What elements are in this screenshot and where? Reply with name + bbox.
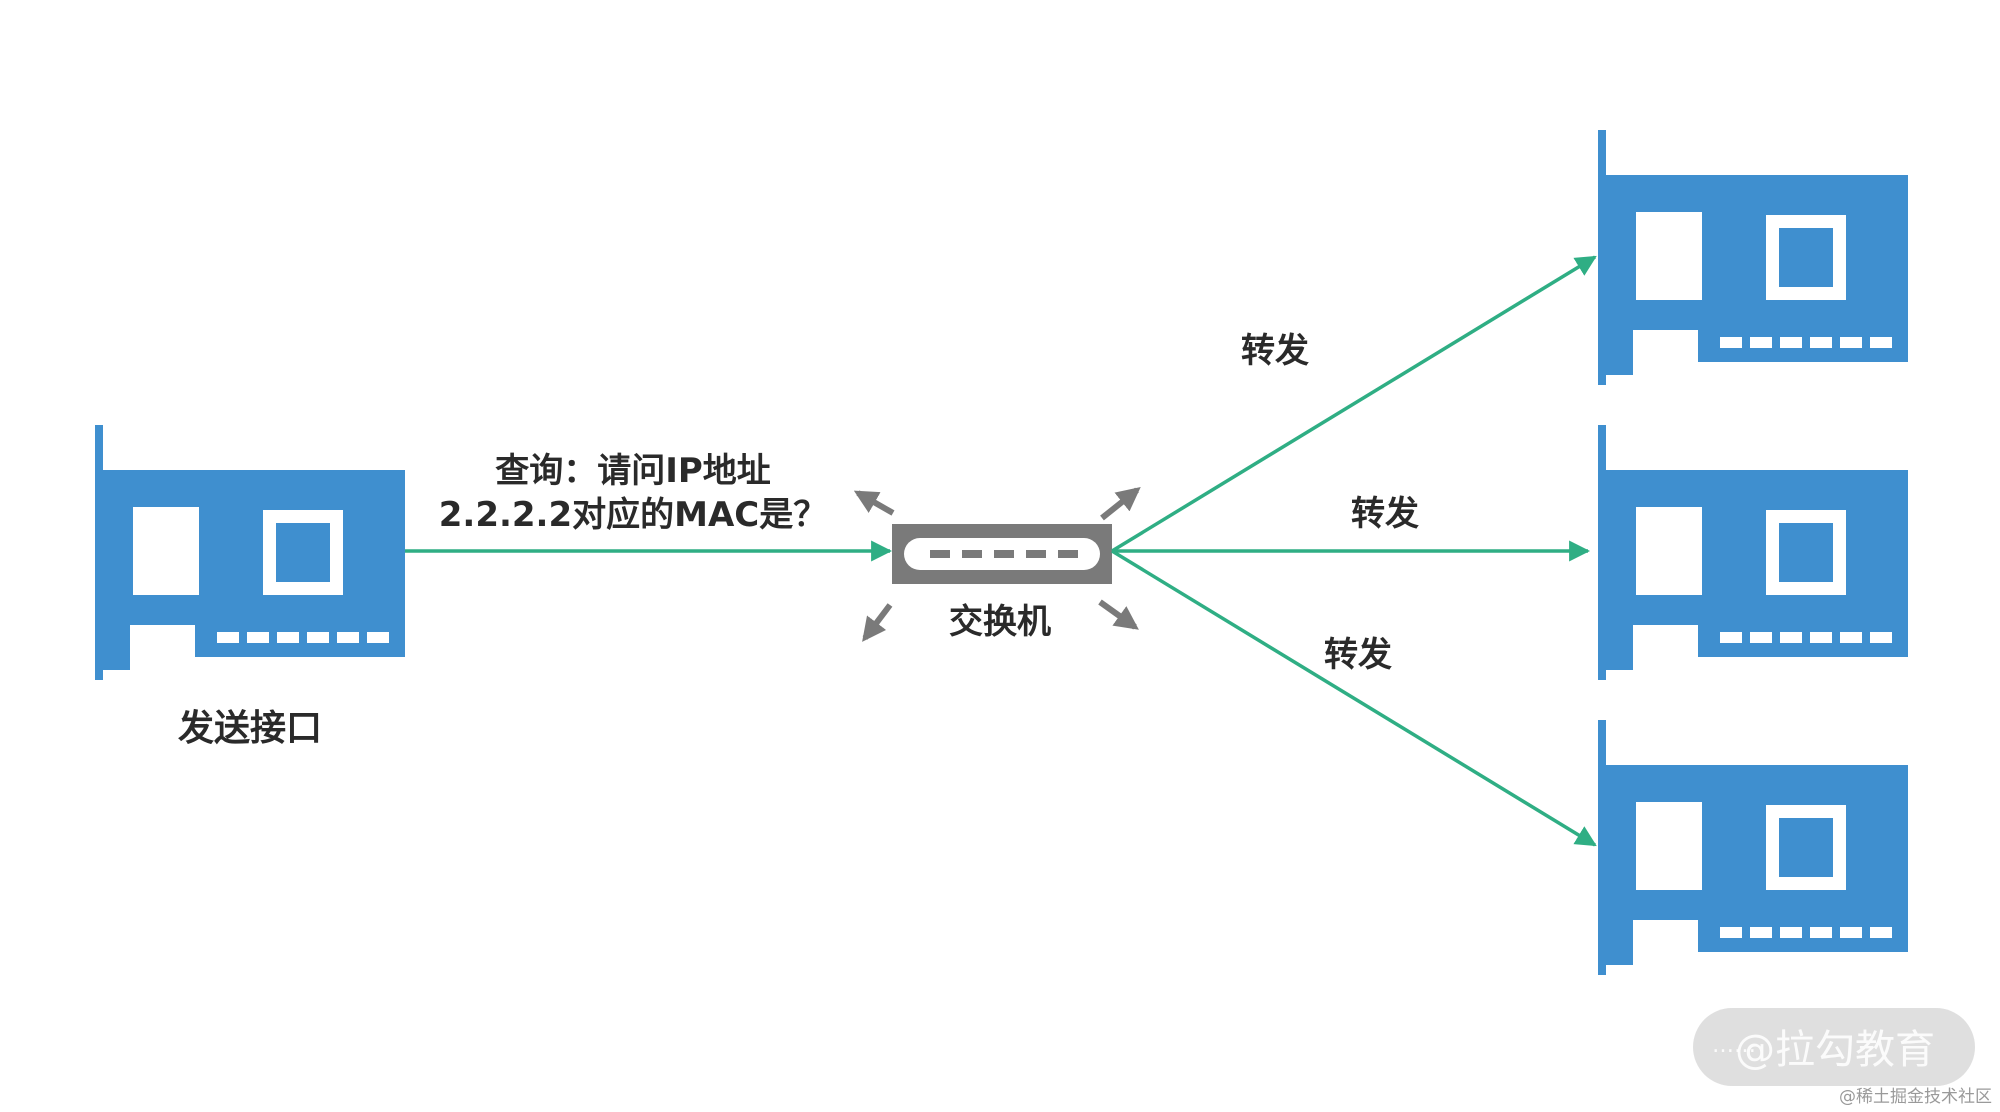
switch-label: 交换机: [949, 602, 1051, 642]
broadcast-arrow-icon: [853, 490, 895, 516]
broadcast-arrow-icon: [862, 603, 893, 642]
query-text-line2: 2.2.2.2对应的MAC是？: [439, 495, 827, 535]
watermark-badge-prefix: ……: [1712, 1033, 1756, 1058]
sender-nic-icon: [95, 425, 405, 680]
forward-arrow-bottom: [1111, 549, 1597, 847]
broadcast-arrow-icon: [1100, 487, 1141, 521]
receiver-nic-icon-top: [1598, 130, 1908, 385]
broadcast-arrow-icon: [1098, 599, 1139, 630]
forward-arrow-top: [1111, 255, 1597, 553]
sender-label: 发送接口: [178, 708, 322, 749]
watermark-badge-text: @拉勾教育: [1735, 1027, 1935, 1073]
receiver-nic-icon-bottom: [1598, 720, 1908, 975]
watermark-badge: …… @拉勾教育: [1693, 1008, 1975, 1086]
forward-label-middle: 转发: [1351, 494, 1419, 534]
watermark-footer: @稀土掘金技术社区: [1839, 1087, 1992, 1107]
switch-icon: [892, 524, 1112, 584]
receiver-nic-icon-middle: [1598, 425, 1908, 680]
forward-label-bottom: 转发: [1324, 635, 1392, 675]
forward-label-top: 转发: [1241, 331, 1309, 371]
query-text-line1: 查询：请问IP地址: [495, 451, 771, 491]
